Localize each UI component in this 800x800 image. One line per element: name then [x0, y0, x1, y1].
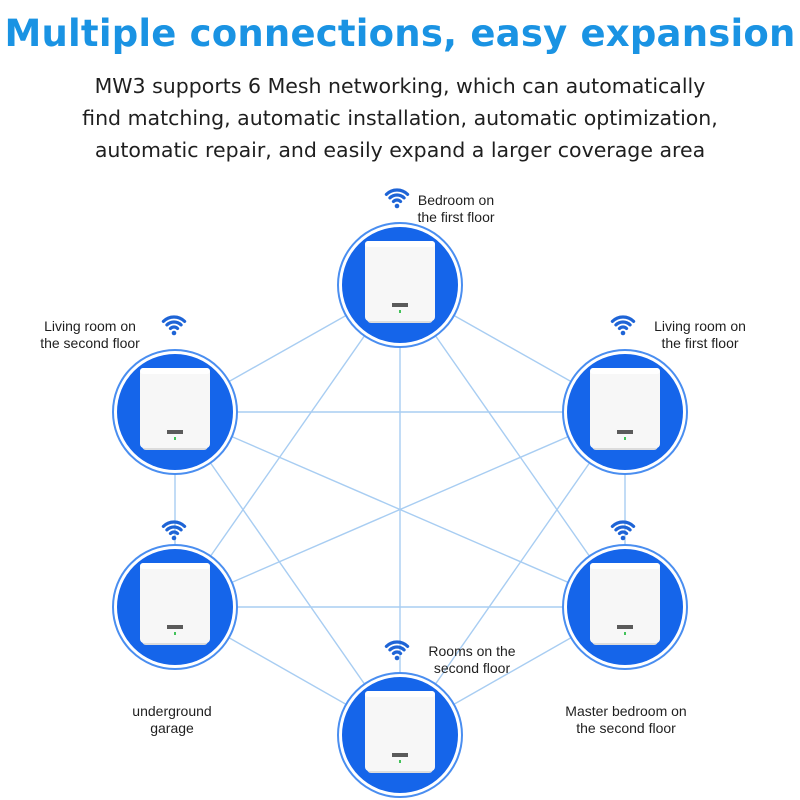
mesh-link-upper-left-bottom [174, 411, 401, 736]
wifi-dot [620, 535, 626, 541]
router-led [174, 632, 176, 635]
mesh-link-upper-right-lower-left [174, 411, 626, 608]
router-top [140, 368, 210, 374]
wifi-arc [388, 645, 406, 652]
label-top: Bedroom on the first floor [386, 192, 526, 226]
wifi-arc [165, 320, 183, 327]
mesh-links [174, 284, 626, 736]
label-lower-right-line-1: Master bedroom on [565, 703, 687, 719]
mesh-nodes [112, 222, 688, 798]
router-top [590, 563, 660, 569]
label-upper-right-line-1: Living room on [654, 318, 746, 334]
wifi-icon [384, 188, 410, 209]
wifi-arc [614, 525, 632, 532]
node-lower-right [562, 544, 688, 670]
wifi-arc [161, 315, 187, 323]
wifi-icon [161, 520, 187, 541]
wifi-icon [161, 315, 187, 336]
router-icon [590, 563, 660, 643]
wifi-arc [168, 530, 180, 536]
wifi-icon [384, 640, 410, 661]
page-title: Multiple connections, easy expansion [4, 12, 796, 55]
wifi-arc [161, 520, 187, 528]
label-lower-left-line-1: underground [132, 703, 212, 719]
wifi-dot [171, 330, 177, 336]
router-led [624, 632, 626, 635]
router-badge [392, 753, 408, 757]
wifi-dot [394, 203, 400, 209]
router-top [365, 691, 435, 697]
node-bottom [337, 672, 463, 798]
node-lower-left [112, 544, 238, 670]
label-top-line-2: the first floor [417, 209, 495, 225]
wifi-arc [610, 315, 636, 323]
router-led [624, 437, 626, 440]
label-bottom-line-2: second floor [433, 660, 511, 676]
description: MW3 supports 6 Mesh networking, which ca… [0, 70, 800, 166]
label-upper-right-line-2: the first floor [661, 335, 739, 351]
router-top [140, 563, 210, 569]
router-badge [167, 625, 183, 629]
label-lower-left: underground garage [102, 703, 242, 737]
router-badge [617, 430, 633, 434]
label-top-line-1: Bedroom on [417, 192, 495, 208]
router-badge [617, 625, 633, 629]
label-upper-right: Living room on the first floor [630, 318, 770, 352]
router-top [365, 241, 435, 247]
router-icon [140, 368, 210, 448]
mesh-link-top-lower-right [399, 284, 626, 608]
mesh-link-upper-right-bottom [399, 411, 626, 736]
label-bottom-line-1: Rooms on the [428, 643, 516, 659]
wifi-icons [161, 188, 636, 661]
wifi-arc [391, 198, 403, 204]
node-top [337, 222, 463, 348]
wifi-arc [168, 325, 180, 331]
wifi-arc [165, 525, 183, 532]
router-badge [392, 303, 408, 307]
wifi-arc [391, 650, 403, 656]
label-lower-right: Master bedroom on the second floor [546, 703, 706, 737]
router-led [399, 310, 401, 313]
wifi-arc [617, 530, 629, 536]
router-icon [590, 368, 660, 448]
node-upper-right [562, 349, 688, 475]
wifi-icon [610, 520, 636, 541]
wifi-arc [388, 193, 406, 200]
wifi-arc [614, 320, 632, 327]
wifi-dot [394, 655, 400, 661]
wifi-arc [384, 188, 410, 196]
description-line-1: MW3 supports 6 Mesh networking, which ca… [94, 74, 706, 98]
description-line-3: automatic repair, and easily expand a la… [94, 138, 706, 162]
wifi-dot [171, 535, 177, 541]
label-bottom: Rooms on the second floor [402, 643, 542, 677]
wifi-arc [384, 640, 410, 648]
wifi-arc [617, 325, 629, 331]
mesh-link-top-lower-left [174, 284, 401, 608]
description-line-2: find matching, automatic installation, a… [82, 106, 718, 130]
label-lower-right-line-2: the second floor [576, 720, 676, 736]
label-lower-left-line-2: garage [150, 720, 194, 736]
label-upper-left-line-2: the second floor [40, 335, 140, 351]
wifi-dot [620, 330, 626, 336]
wifi-arc [610, 520, 636, 528]
router-badge [167, 430, 183, 434]
label-upper-left: Living room on the second floor [20, 318, 160, 352]
router-led [399, 760, 401, 763]
node-upper-left [112, 349, 238, 475]
router-icon [365, 241, 435, 321]
label-upper-left-line-1: Living room on [44, 318, 136, 334]
router-top [590, 368, 660, 374]
router-icon [365, 691, 435, 771]
wifi-icon [610, 315, 636, 336]
router-icon [140, 563, 210, 643]
router-led [174, 437, 176, 440]
